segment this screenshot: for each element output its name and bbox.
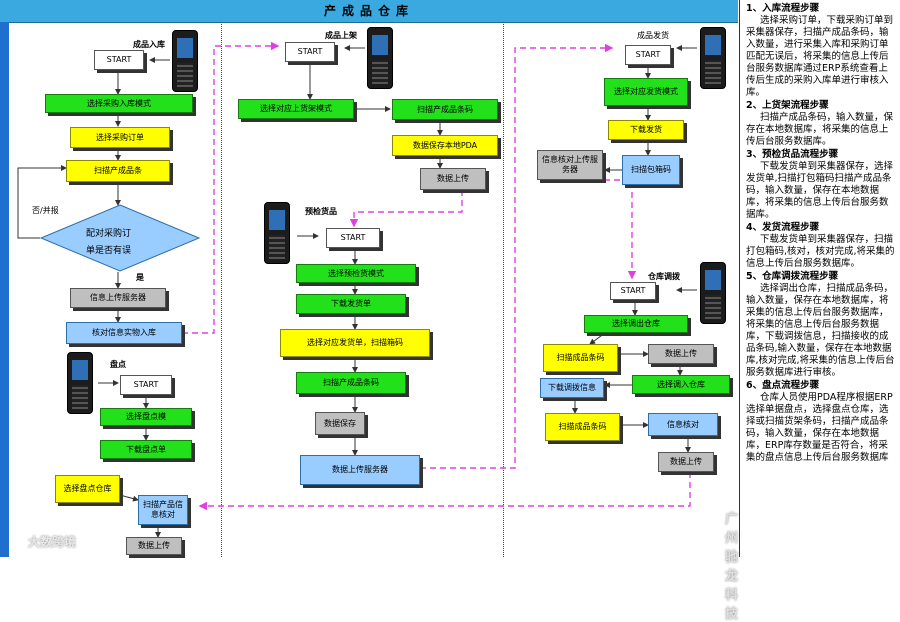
- column-divider: [503, 22, 504, 557]
- section-body: 下载发货单到采集器保存，选择发货单,扫描打包箱码扫描产成品条码，输入数量，保存在…: [746, 161, 894, 220]
- transfer-step-7: 信息核对: [648, 413, 718, 436]
- shelving-step-2: 扫描产成品条码: [392, 99, 498, 120]
- section-body: 选择采购订单，下载采购订单到采集器保存，扫描产成品条码，输入数量，进行采集入库和…: [746, 15, 894, 98]
- section-title: 2、上货架流程步骤: [746, 100, 829, 111]
- precheck-step-2: 下载发货单: [296, 294, 406, 314]
- stocktake-step-5: 数据上传: [126, 537, 182, 555]
- stocktake-step-4: 扫描产品信息核对: [138, 495, 188, 525]
- pda-device-icon: [700, 27, 726, 89]
- decision-line-1: 配对采购订: [86, 229, 132, 239]
- shelving-step-4: 数据上传: [420, 168, 486, 190]
- precheck-title: 预检货品: [305, 207, 337, 216]
- stocktake-step-1: 选择盘点模: [100, 408, 192, 426]
- stocktake-title: 盘点: [110, 360, 126, 369]
- transfer-step-2: 扫描成品条码: [543, 344, 618, 372]
- shipping-step-2: 下载发货: [608, 120, 684, 140]
- inbound-title: 成品入库: [133, 40, 165, 49]
- transfer-step-4: 选择调入仓库: [632, 375, 730, 394]
- section-title: 3、预检货品流程步骤: [746, 149, 839, 160]
- transfer-step-8: 数据上传: [658, 452, 714, 472]
- pda-device-icon: [172, 30, 198, 92]
- transfer-step-1: 选择调出仓库: [584, 315, 688, 333]
- shelving-step-3: 数据保存本地PDA: [392, 135, 498, 156]
- left-accent-bar: [0, 22, 9, 557]
- inbound-step-1: 选择采购入库模式: [45, 94, 193, 113]
- shipping-step-4: 信息核对上传服务器: [537, 150, 603, 180]
- section-title: 4、发货流程步骤: [746, 222, 820, 233]
- section-title: 1、入库流程步骤: [746, 3, 820, 14]
- section-body: 选择调出仓库，扫描成品条码，输入数量，保存在本地数据库，将采集的信息上传后台服务…: [746, 283, 895, 378]
- pda-device-icon: [67, 352, 93, 414]
- pda-device-icon: [700, 262, 726, 324]
- shelving-title: 成品上架: [325, 31, 357, 40]
- shelving-step-1: 选择对应上货架模式: [238, 99, 354, 119]
- inbound-upload: 信息上传服务器: [70, 288, 166, 308]
- page-title: 产成品仓库: [0, 0, 738, 23]
- transfer-start: START: [610, 282, 656, 300]
- inbound-start: START: [94, 50, 144, 70]
- section-body: 下载发货单到采集器保存，扫描打包箱码,核对，核对完成,将采集的信息上传后台服务数…: [746, 234, 895, 269]
- pda-device-icon: [264, 202, 290, 264]
- column-divider: [221, 22, 222, 557]
- shelving-start: START: [285, 42, 335, 62]
- watermark-right: 广州驰龙科技: [725, 512, 739, 622]
- precheck-step-4: 扫描产成品条码: [296, 372, 406, 394]
- shipping-step-3: 扫描包箱码: [622, 155, 680, 185]
- stocktake-step-2: 下载盘点单: [100, 440, 192, 459]
- stocktake-step-3: 选择盘点仓库: [55, 475, 120, 503]
- stocktake-start: START: [120, 375, 172, 395]
- inbound-decision: [40, 204, 200, 272]
- transfer-title: 仓库调拨: [648, 272, 680, 281]
- transfer-step-6: 扫描成品条码: [545, 413, 620, 441]
- section-title: 6、盘点流程步骤: [746, 380, 820, 391]
- process-description-panel: 1、入库流程步骤 选择采购订单，下载采购订单到采集器保存，扫描产成品条码，输入数…: [739, 0, 900, 557]
- inbound-step-3: 扫描产成品条: [66, 160, 170, 182]
- watermark-left: 大数跨境: [28, 535, 77, 549]
- transfer-step-3: 数据上传: [648, 344, 714, 364]
- no-branch-label: 否/并报: [32, 206, 59, 215]
- precheck-step-3: 选择对应发货单，扫描箱码: [280, 329, 430, 357]
- decision-line-2: 单是否有误: [86, 246, 132, 256]
- precheck-step-5: 数据保存: [315, 412, 365, 435]
- precheck-start: START: [326, 228, 380, 248]
- inbound-verify: 核对信息实物入库: [66, 322, 182, 344]
- shipping-step-1: 选择对应发货模式: [604, 78, 688, 106]
- inbound-step-2: 选择采购订单: [70, 127, 170, 148]
- section-title: 5、仓库调拨流程步骤: [746, 271, 839, 282]
- flowchart-area: 产成品仓库: [0, 0, 738, 622]
- pda-device-icon: [367, 27, 393, 89]
- precheck-step-6: 数据上传服务器: [300, 455, 420, 485]
- section-body: 仓库人员使用PDA程序根据ERP选择单据盘点，选择盘点仓库，选择或扫描货架条码，…: [746, 392, 893, 463]
- transfer-step-5: 下载调拨信息: [540, 378, 604, 398]
- section-body: 扫描产成品条码，输入数量，保存在本地数据库，将采集的信息上传后台服务数据库。: [746, 112, 894, 147]
- yes-branch-label: 是: [136, 273, 144, 282]
- shipping-start: START: [625, 45, 671, 65]
- precheck-step-1: 选择预检货模式: [296, 264, 416, 283]
- shipping-title: 成品发货: [637, 31, 669, 40]
